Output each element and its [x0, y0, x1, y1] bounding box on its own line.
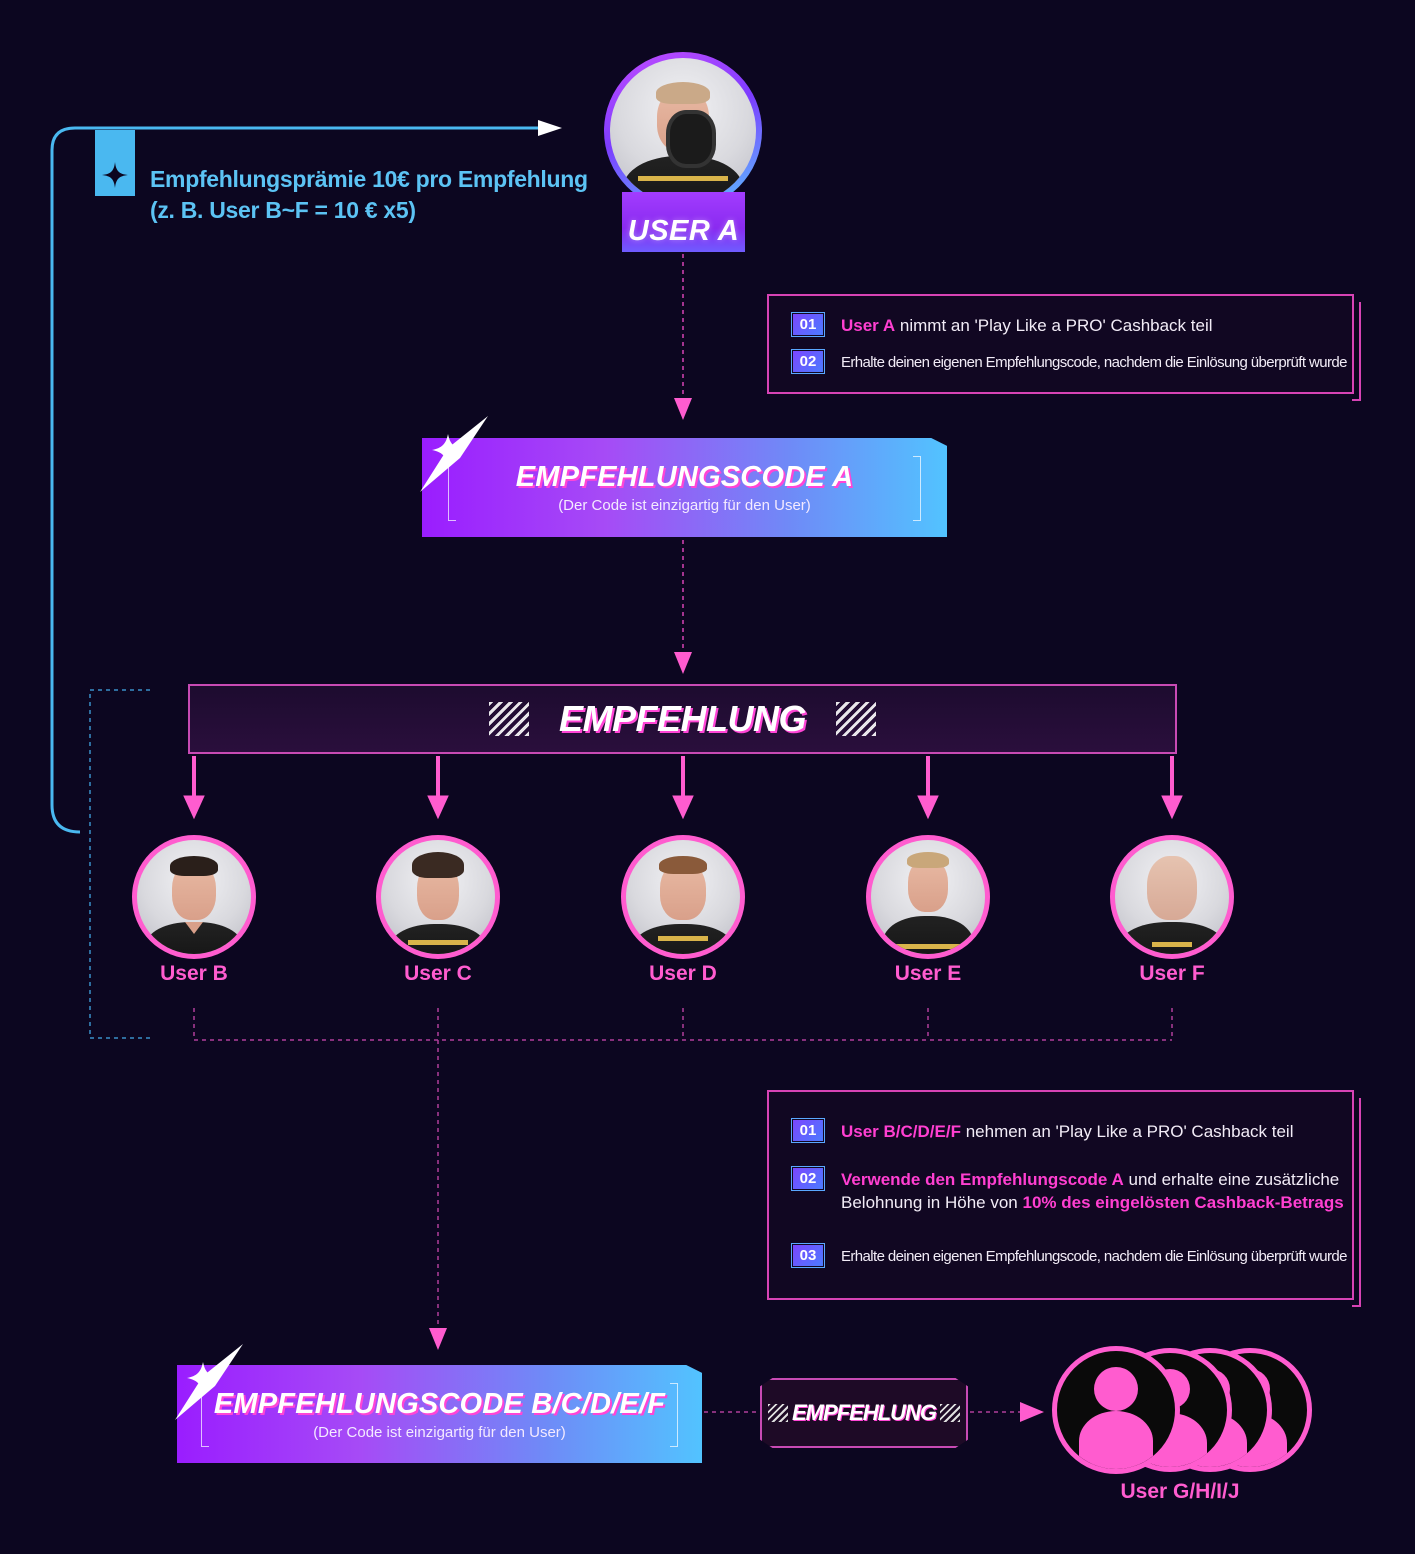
step-b-2: 02 Verwende den Empfehlungscode A und er…	[791, 1166, 1344, 1214]
user-b-avatar	[132, 835, 256, 959]
hatch-decoration-left	[489, 702, 529, 736]
hatch-decoration-right	[836, 702, 876, 736]
step-text-line2: Belohnung in Höhe von	[841, 1193, 1023, 1212]
steps-box-a: 01 User A nimmt an 'Play Like a PRO' Cas…	[767, 294, 1361, 401]
user-b-label: User B	[160, 962, 228, 985]
step-highlight-line2: 10% des eingelösten Cashback-Betrags	[1022, 1193, 1344, 1212]
user-d-label: User D	[649, 962, 717, 985]
step-number: 01	[791, 1118, 825, 1143]
user-a-label: USER A	[627, 215, 740, 247]
user-d-avatar	[621, 835, 745, 959]
step-text: Erhalte deinen eigenen Empfehlungscode, …	[841, 1248, 1347, 1265]
step-text: und erhalte eine zusätzliche	[1123, 1170, 1340, 1189]
referral-banner: EMPFEHLUNG	[188, 684, 1177, 754]
user-b-photo	[137, 840, 251, 954]
star-burst-icon	[175, 1344, 243, 1420]
step-number: 01	[791, 312, 825, 337]
user-f-label: User F	[1139, 962, 1205, 985]
reward-sparkle-badge	[95, 130, 135, 196]
user-e-avatar	[866, 835, 990, 959]
user-group-label: User G/H/I/J	[1120, 1480, 1240, 1503]
step-number: 03	[791, 1243, 825, 1268]
referral-code-a: EMPFEHLUNGSCODE A (Der Code ist einzigar…	[422, 438, 947, 537]
sparkle-icon	[102, 162, 128, 188]
user-e-label: User E	[894, 962, 962, 985]
reward-line-1: Empfehlungsprämie 10€ pro Empfehlung	[150, 166, 588, 192]
hatch-decoration-right	[940, 1404, 960, 1422]
reward-line-2: (z. B. User B~F = 10 € x5)	[150, 197, 416, 223]
step-a-2: 02 Erhalte deinen eigenen Empfehlungscod…	[791, 349, 1347, 374]
referral-code-b: EMPFEHLUNGSCODE B/C/D/E/F (Der Code ist …	[177, 1365, 702, 1463]
user-e-photo	[871, 840, 985, 954]
step-text: Erhalte deinen eigenen Empfehlungscode, …	[841, 354, 1347, 371]
step-highlight: User B/C/D/E/F	[841, 1122, 961, 1141]
step-text: nehmen an 'Play Like a PRO' Cashback tei…	[960, 1122, 1294, 1141]
user-a-avatar	[604, 52, 762, 210]
code-b-title: EMPFEHLUNGSCODE B/C/D/E/F	[213, 1387, 666, 1420]
user-a-tag: USER A	[622, 192, 745, 252]
code-a-subtitle: (Der Code ist einzigartig für den User)	[558, 497, 811, 514]
user-c-label: User C	[404, 962, 472, 985]
star-burst-icon	[420, 416, 488, 492]
step-number: 02	[791, 349, 825, 374]
step-highlight: Verwende den Empfehlungscode A	[841, 1170, 1124, 1189]
user-c-photo	[381, 840, 495, 954]
steps-box-b: 01 User B/C/D/E/F nehmen an 'Play Like a…	[767, 1090, 1361, 1307]
user-f-avatar	[1110, 835, 1234, 959]
step-highlight: User A	[841, 316, 896, 335]
user-f-photo	[1115, 840, 1229, 954]
mini-banner-title: EMPFEHLUNG	[792, 1400, 937, 1425]
step-text: nimmt an 'Play Like a PRO' Cashback teil	[895, 316, 1213, 335]
step-number: 02	[791, 1166, 825, 1191]
step-b-1: 01 User B/C/D/E/F nehmen an 'Play Like a…	[791, 1118, 1294, 1143]
headphones-icon	[666, 110, 716, 168]
step-b-3: 03 Erhalte deinen eigenen Empfehlungscod…	[791, 1243, 1347, 1268]
user-placeholder-icon	[1052, 1346, 1180, 1474]
code-b-subtitle: (Der Code ist einzigartig für den User)	[313, 1423, 566, 1441]
banner-title: EMPFEHLUNG	[559, 698, 807, 739]
user-c-avatar	[376, 835, 500, 959]
step-a-1: 01 User A nimmt an 'Play Like a PRO' Cas…	[791, 312, 1213, 337]
hatch-decoration-left	[768, 1404, 788, 1422]
user-a-photo	[610, 58, 756, 204]
referral-reward-note: Empfehlungsprämie 10€ pro Empfehlung (z.…	[150, 164, 590, 226]
user-d-photo	[626, 840, 740, 954]
referral-mini-banner: EMPFEHLUNG	[760, 1378, 968, 1448]
code-a-title: EMPFEHLUNGSCODE A	[515, 461, 854, 493]
